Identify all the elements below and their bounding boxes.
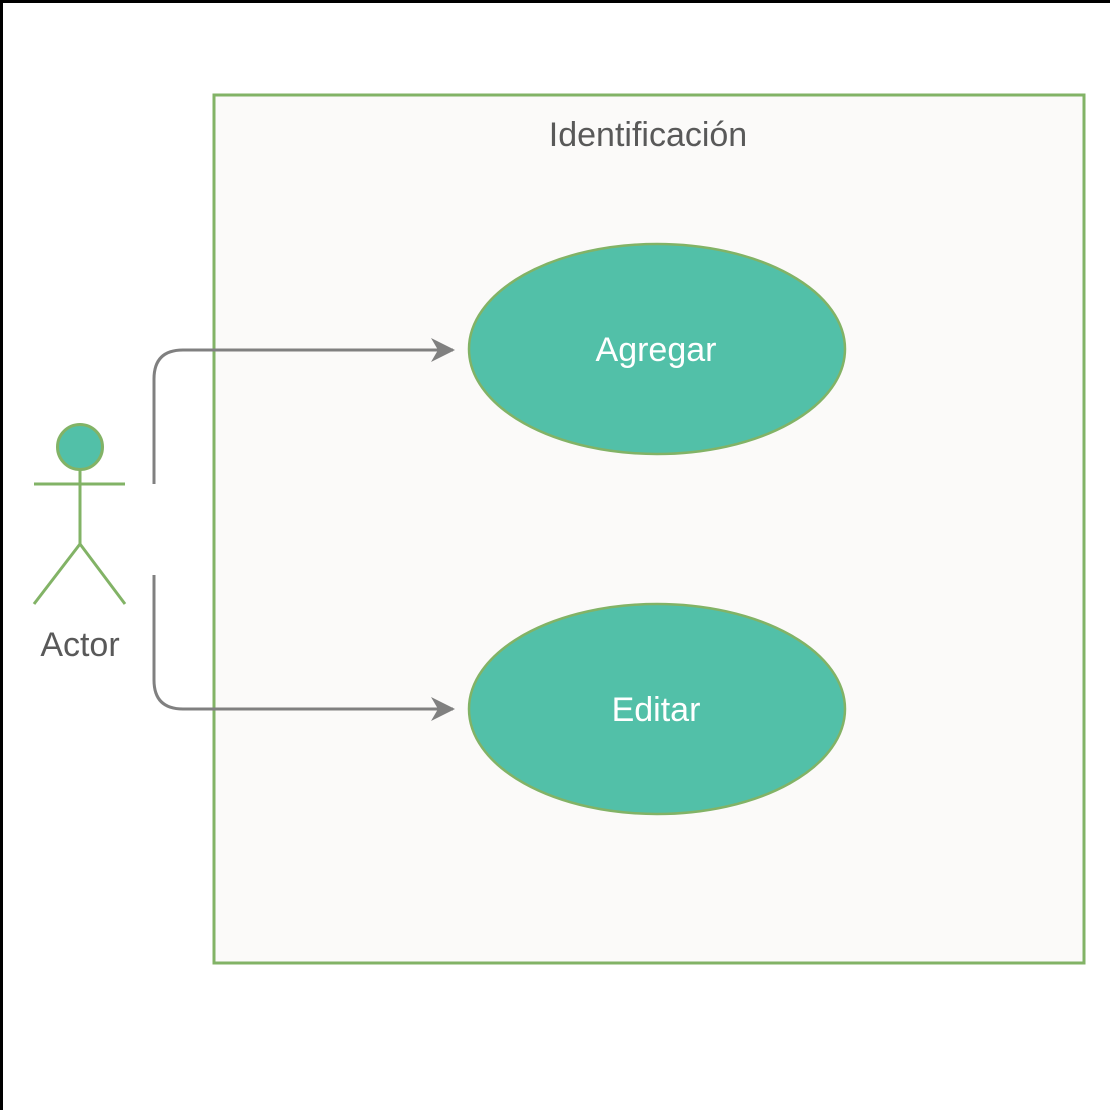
use-case-agregar[interactable]: Agregar <box>467 242 847 456</box>
use-case-editar-label: Editar <box>612 691 701 729</box>
use-case-agregar-label: Agregar <box>596 331 717 369</box>
actor-label: Actor <box>40 626 119 664</box>
actor-figure[interactable] <box>32 423 127 605</box>
use-case-editar-shape[interactable] <box>467 602 847 816</box>
use-case-agregar-shape[interactable] <box>467 242 847 456</box>
connector-actor-to-agregar[interactable] <box>152 338 455 484</box>
system-boundary[interactable] <box>212 93 1086 965</box>
connector-actor-to-editar[interactable] <box>152 575 455 721</box>
actor-right-leg <box>78 543 127 605</box>
system-title: Identificación <box>549 116 747 154</box>
actor-left-leg <box>32 543 82 605</box>
use-case-editar[interactable]: Editar <box>467 602 847 816</box>
diagram-canvas: Identificación Agregar Editar Actor <box>32 93 1086 965</box>
actor-head <box>56 423 104 471</box>
